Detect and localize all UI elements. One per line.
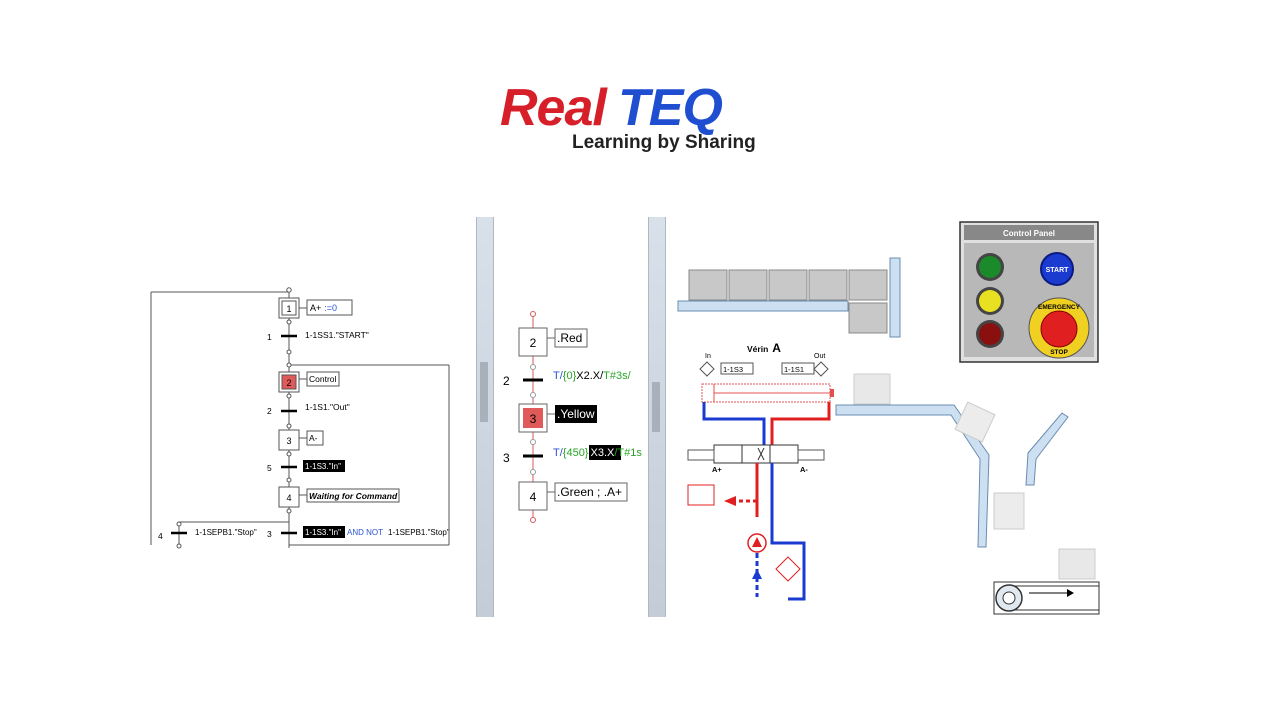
step-4-number: 4 bbox=[286, 493, 291, 503]
panel-separator-right[interactable] bbox=[648, 217, 666, 617]
transition-1-condition: 1-1SS1."START" bbox=[305, 330, 369, 340]
emergency-stop-button[interactable]: EMERGENCY STOP bbox=[1028, 297, 1090, 359]
sensor-in-icon bbox=[699, 361, 715, 377]
transition-3-condition-highlight: 1-1S3."In" bbox=[305, 528, 341, 537]
light-step-4-number: 4 bbox=[530, 490, 537, 504]
hydraulic-circuit: A+ A- bbox=[687, 402, 831, 601]
step-3[interactable]: 3 A- bbox=[278, 429, 324, 451]
transition-1[interactable]: 1 1-1SS1."START" bbox=[267, 330, 369, 342]
sensor-in-label: In bbox=[705, 353, 711, 360]
transition-4[interactable]: 4 1-1SEPB1."Stop" bbox=[158, 528, 257, 541]
step-3-number: 3 bbox=[286, 436, 291, 446]
valve-a-minus-label: A- bbox=[800, 465, 808, 474]
sensor-out-tag: 1-1S1 bbox=[784, 365, 804, 374]
start-button-label: START bbox=[1046, 267, 1070, 274]
light-step-2[interactable]: 2 .Red bbox=[518, 327, 588, 357]
grafcet-main: 1 A+:=0 1 1-1SS1."START" 2 Control 2 1-1… bbox=[150, 287, 450, 549]
green-light-icon bbox=[979, 256, 1001, 278]
step-1-number: 1 bbox=[286, 304, 291, 314]
transition-2-condition: 1-1S1."Out" bbox=[305, 402, 350, 412]
realteq-logo: Real TEQ Learning by Sharing bbox=[500, 82, 760, 158]
light-step-2-number: 2 bbox=[530, 336, 537, 350]
logo-tagline: Learning by Sharing bbox=[572, 132, 756, 153]
transition-5-number: 5 bbox=[267, 463, 272, 473]
transition-3-number: 3 bbox=[267, 529, 272, 539]
transition-1-number: 1 bbox=[267, 332, 272, 342]
light-step-4-action: .Green ; .A+ bbox=[557, 485, 622, 499]
transition-5[interactable]: 5 1-1S3."In" bbox=[267, 460, 345, 473]
light-transition-2[interactable]: 2 T/{0}X2.X/T#3s/ bbox=[503, 370, 632, 388]
belt-conveyor[interactable] bbox=[993, 581, 1100, 615]
step-3-action: A- bbox=[309, 433, 318, 443]
conveyor-direction-arrow bbox=[1067, 589, 1074, 597]
step-4-action: Waiting for Command bbox=[309, 491, 398, 501]
yellow-light-icon bbox=[979, 290, 1001, 312]
conveyor-slides bbox=[835, 373, 1096, 580]
light-step-4[interactable]: 4 .Green ; .A+ bbox=[518, 481, 628, 511]
light-step-3-number: 3 bbox=[530, 412, 537, 426]
light-step-3-action: .Yellow bbox=[557, 407, 595, 421]
transition-3-condition-operator: AND NOT bbox=[347, 528, 383, 537]
transition-2-number: 2 bbox=[267, 406, 272, 416]
red-light-icon bbox=[979, 323, 1001, 345]
light-transition-2-number: 2 bbox=[503, 374, 510, 388]
light-transition-2-condition: T/{0}X2.X/T#3s/ bbox=[553, 370, 632, 382]
emergency-label-top: EMERGENCY bbox=[1038, 304, 1081, 311]
sensor-out-label: Out bbox=[814, 353, 825, 360]
transition-2[interactable]: 2 1-1S1."Out" bbox=[267, 402, 350, 416]
light-step-3[interactable]: 3 .Yellow bbox=[518, 403, 597, 433]
step-1[interactable]: 1 A+:=0 bbox=[278, 297, 353, 319]
step-4[interactable]: 4 Waiting for Command bbox=[278, 486, 400, 508]
transition-5-condition: 1-1S3."In" bbox=[305, 462, 341, 471]
control-panel: Control Panel START EMERGENCY STOP bbox=[959, 221, 1099, 363]
sensor-out-icon bbox=[813, 361, 829, 377]
logo-teq: TEQ bbox=[618, 79, 723, 137]
transition-4-condition: 1-1SEPB1."Stop" bbox=[195, 528, 257, 537]
transition-4-number: 4 bbox=[158, 531, 163, 541]
step-2-action: Control bbox=[309, 374, 337, 384]
grafcet-lights: 2 .Red 2 T/{0}X2.X/T#3s/ 3 .Yellow 3 T/{… bbox=[503, 311, 642, 523]
transition-3[interactable]: 3 1-1S3."In" AND NOT 1-1SEPB1."Stop" bbox=[267, 526, 450, 539]
start-button[interactable]: START bbox=[1040, 252, 1074, 286]
light-step-2-action: .Red bbox=[557, 331, 582, 345]
step-2[interactable]: 2 Control bbox=[278, 371, 340, 393]
transition-3-condition-end: 1-1SEPB1."Stop" bbox=[388, 528, 450, 537]
sensor-in-tag: 1-1S3 bbox=[723, 365, 743, 374]
parts-magazine bbox=[677, 257, 901, 338]
light-transition-3-number: 3 bbox=[503, 451, 510, 465]
logo-real: Real bbox=[500, 79, 607, 137]
panel-separator-left[interactable] bbox=[476, 217, 494, 617]
control-panel-title: Control Panel bbox=[1003, 229, 1055, 238]
emergency-label-bottom: STOP bbox=[1050, 349, 1068, 356]
step-1-action: A+:=0 bbox=[310, 303, 337, 313]
valve-a-plus-label: A+ bbox=[712, 465, 722, 474]
light-transition-3-condition: T/{450}X3.X/T#1s bbox=[553, 447, 642, 459]
step-2-number: 2 bbox=[286, 378, 291, 388]
light-transition-3[interactable]: 3 T/{450}X3.X/T#1s bbox=[503, 445, 642, 465]
filter-icon bbox=[775, 556, 801, 582]
